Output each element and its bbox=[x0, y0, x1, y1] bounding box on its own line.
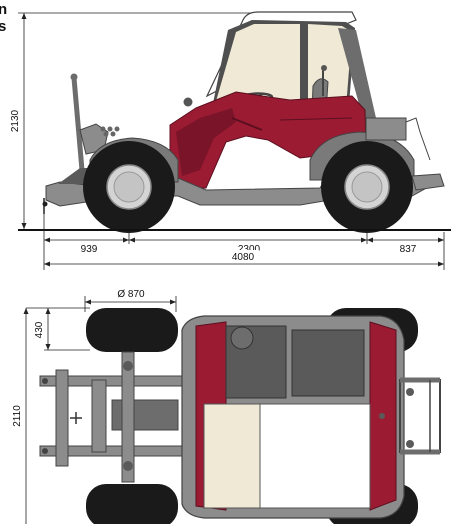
front-wheel bbox=[83, 141, 175, 233]
rear-wheel bbox=[321, 141, 413, 233]
side-view: 2130 bbox=[10, 11, 451, 270]
height-label: 2130 bbox=[10, 109, 21, 132]
top-body bbox=[181, 315, 405, 519]
front-axle bbox=[39, 351, 191, 483]
wheel-width-label: 430 bbox=[34, 321, 45, 338]
rear-hitch bbox=[379, 377, 441, 455]
top-view: Ø 870 430 2110 bbox=[12, 289, 441, 524]
wheelbase-label: 2300 bbox=[238, 244, 261, 255]
wheel-diameter-dimension: Ø 870 bbox=[84, 289, 177, 312]
corner-text-2: s bbox=[0, 18, 6, 35]
rear-overhang-label: 837 bbox=[400, 244, 417, 255]
wheel-diameter-label: Ø 870 bbox=[117, 289, 145, 300]
height-dimension: 2130 bbox=[10, 12, 258, 229]
corner-text-1: n bbox=[0, 1, 7, 18]
length-dimensions: 939 2300 837 4080 bbox=[43, 214, 445, 270]
front-overhang-label: 939 bbox=[81, 244, 98, 255]
total-length-label: 4080 bbox=[232, 252, 255, 263]
width-dimensions: 430 2110 bbox=[12, 307, 90, 524]
total-width-label: 2110 bbox=[12, 405, 23, 427]
